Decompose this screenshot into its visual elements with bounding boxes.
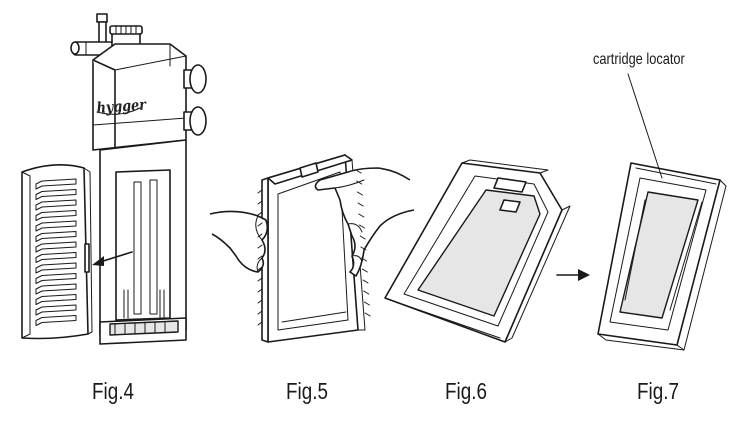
cartridge-edge-tooth <box>257 189 263 194</box>
cartridge-edge-tooth <box>257 321 263 326</box>
cartridge-edge-tooth <box>364 312 371 317</box>
cover-vent-slot <box>35 189 77 200</box>
fig4-caption: Fig.4 <box>92 378 134 404</box>
fig4-filter-illustration <box>21 13 207 345</box>
cartridge-edge-tooth <box>359 235 366 240</box>
cover-vent-slot <box>35 262 77 274</box>
cover-vent-slot <box>35 178 77 190</box>
left-hand <box>209 210 269 273</box>
cover-vent-slot <box>35 231 77 242</box>
cartridge-edge-tooth <box>362 279 369 284</box>
outlet-nozzle <box>70 13 114 56</box>
suction-cups <box>183 64 207 136</box>
cartridge-edge-tooth <box>356 180 363 185</box>
step-arrow <box>556 269 590 281</box>
cartridge-edge-tooth <box>257 222 263 227</box>
cartridge-edge-tooth <box>363 290 370 295</box>
filter-chamber <box>99 139 187 345</box>
motor-head <box>92 43 187 151</box>
cartridge-edge-tooth <box>257 244 263 249</box>
cover-vent-slot <box>35 283 77 295</box>
cover-vent-slot <box>35 315 77 326</box>
cover-vent-slot <box>35 210 77 221</box>
cartridge-edge-tooth <box>361 268 368 273</box>
cartridge-edge-tooth <box>360 246 367 251</box>
cartridge-edge-tooth <box>355 169 362 174</box>
callout-leader <box>627 73 663 179</box>
cover-vent-slot <box>35 252 77 263</box>
fig6-cartridge-illustration <box>384 159 571 343</box>
cover-vent-slot <box>35 199 77 211</box>
cover-vent-slot <box>35 220 77 232</box>
cartridge-edge-tooth <box>257 277 263 282</box>
cover-vent-slot <box>35 294 77 305</box>
cover-vent-slot <box>35 304 77 316</box>
removed-cover <box>21 164 93 340</box>
cartridge-edge-tooth <box>257 233 263 238</box>
cartridge-edge-tooth <box>363 301 370 306</box>
cartridge-edge-tooth <box>257 288 263 293</box>
cartridge-edge-tooth <box>357 202 364 207</box>
fig5-caption: Fig.5 <box>286 378 328 404</box>
fig7-cartridge-illustration <box>597 162 727 351</box>
cartridge-edge-tooth <box>356 191 363 196</box>
fig6-caption: Fig.6 <box>445 378 487 404</box>
cartridge-edge-tooth <box>359 224 365 229</box>
cartridge-edge-tooth <box>257 200 263 205</box>
brand-logo: hygger <box>96 95 147 117</box>
cartridge-edge-tooth <box>257 255 263 260</box>
cartridge-edge-tooth <box>361 257 368 262</box>
removal-arrow <box>92 251 133 266</box>
right-hand <box>314 167 415 277</box>
fig5-hands-illustration <box>209 154 415 343</box>
cartridge-edge-tooth <box>257 211 263 216</box>
cartridge-edge-tooth <box>257 299 263 304</box>
cartridge-edge-tooth <box>257 310 263 315</box>
cartridge-locator-label: cartridge locator <box>593 51 685 68</box>
cartridge-edge-tooth <box>257 266 263 271</box>
fig7-caption: Fig.7 <box>637 378 679 404</box>
cartridge-edge-tooth <box>358 213 365 218</box>
cover-vent-slot <box>35 241 77 253</box>
cover-vent-slot <box>35 273 77 284</box>
